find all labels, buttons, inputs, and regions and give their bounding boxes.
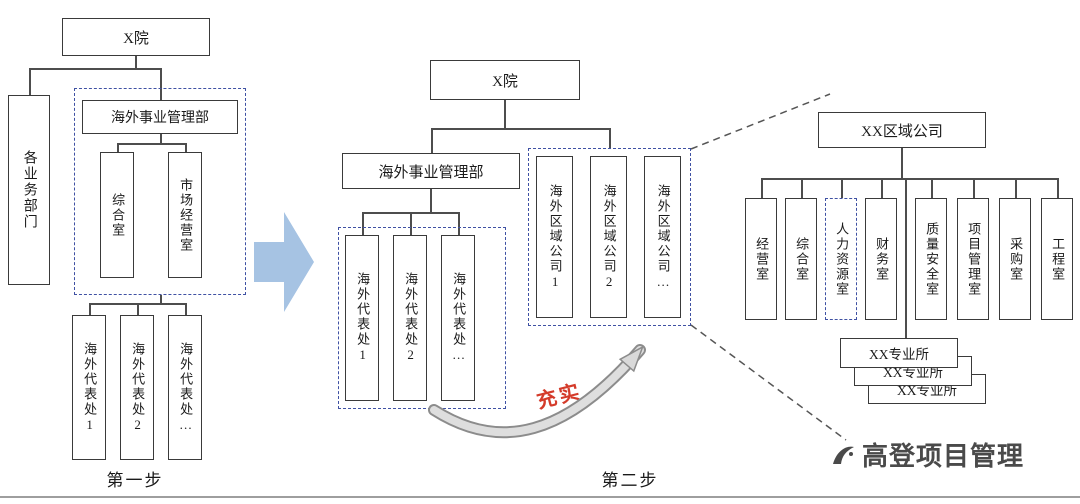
connector-line — [905, 178, 907, 338]
detail-root-label: XX区域公司 — [861, 123, 943, 140]
step-transition-arrow-icon — [254, 212, 314, 312]
detail-dept-label: 经营室 — [754, 236, 770, 282]
step1-rep-office-label: 海外代表处1 — [82, 341, 98, 434]
watermark: 高登项目管理 — [830, 436, 1024, 473]
connector-line — [931, 178, 933, 198]
connector-line — [761, 178, 1058, 180]
connector-line — [881, 178, 883, 198]
watermark-text: 高登项目管理 — [862, 441, 1025, 471]
connector-line — [89, 303, 91, 315]
enrich-annotation: 充实 — [534, 380, 585, 414]
detail-dept-label: 采购室 — [1008, 236, 1024, 282]
detail-dept-box: 综合室 — [785, 198, 817, 320]
connector-line — [160, 295, 162, 303]
connector-line — [160, 68, 162, 100]
bottom-divider — [0, 496, 1080, 498]
step2-rep-office-label: 海外代表处… — [451, 272, 467, 364]
detail-dept-label: 综合室 — [794, 236, 810, 282]
detail-dept-box: 经营室 — [745, 198, 777, 320]
connector-line — [801, 178, 803, 198]
detail-dept-box: 项目管理室 — [957, 198, 989, 320]
connector-line — [29, 68, 161, 70]
connector-line — [430, 189, 432, 212]
step2-rep-office-box: 海外代表处1 — [345, 235, 379, 401]
step2-regional-company-box: 海外区域公司1 — [536, 156, 573, 318]
detail-institute-label: XX专业所 — [883, 365, 943, 380]
step1-business-depts-label: 各业务部门 — [21, 150, 37, 230]
step2-rep-office-box: 海外代表处… — [441, 235, 475, 401]
zoom-guide-line-top — [690, 93, 831, 150]
connector-line — [1057, 178, 1059, 198]
connector-line — [901, 148, 903, 178]
detail-dept-label: 人力资源室 — [834, 221, 850, 297]
connector-line — [431, 128, 433, 153]
step2-regional-company-box: 海外区域公司… — [644, 156, 681, 318]
connector-line — [185, 143, 187, 152]
step1-office-label: 综合室 — [110, 192, 126, 238]
connector-line — [117, 143, 119, 152]
watermark-logo-icon — [833, 446, 854, 464]
step2-rep-group-outline — [338, 227, 506, 409]
step1-rep-office-box: 海外代表处2 — [120, 315, 154, 460]
connector-line — [117, 143, 186, 145]
step2-regional-company-label: 海外区域公司1 — [547, 183, 563, 291]
connector-line — [504, 100, 506, 128]
step2-regional-company-label: 海外区域公司2 — [601, 183, 617, 291]
connector-line — [362, 212, 364, 235]
step1-office-box: 综合室 — [100, 152, 134, 278]
detail-dept-label: 项目管理室 — [966, 221, 982, 297]
detail-dept-box: 财务室 — [865, 198, 897, 320]
step1-root-box: X院 — [62, 18, 210, 56]
connector-line — [458, 212, 460, 235]
step2-overseas-dept-box: 海外事业管理部 — [342, 153, 520, 189]
connector-line — [160, 134, 162, 143]
step2-root-label: X院 — [492, 73, 518, 90]
detail-institute-label: XX专业所 — [897, 383, 957, 398]
step2-overseas-dept-label: 海外事业管理部 — [378, 164, 484, 181]
step1-rep-office-label: 海外代表处… — [178, 341, 194, 434]
connector-line — [135, 56, 137, 68]
step1-office-label: 市场经营室 — [178, 177, 194, 253]
connector-line — [841, 178, 843, 198]
connector-line — [185, 303, 187, 315]
connector-line — [410, 212, 412, 235]
detail-dept-box: 人力资源室 — [825, 198, 857, 320]
step1-overseas-group-outline — [74, 88, 246, 295]
step2-rep-office-box: 海外代表处2 — [393, 235, 427, 401]
step1-rep-office-box: 海外代表处1 — [72, 315, 106, 460]
step1-business-depts-box: 各业务部门 — [8, 95, 50, 285]
step2-regional-company-box: 海外区域公司2 — [590, 156, 627, 318]
step1-root-label: X院 — [123, 30, 149, 47]
step2-caption: 第二步 — [601, 471, 659, 490]
detail-root-box: XX区域公司 — [818, 112, 986, 148]
step1-office-box: 市场经营室 — [168, 152, 202, 278]
detail-institute-box: XX专业所 — [840, 338, 958, 368]
connector-line — [973, 178, 975, 198]
step2-regional-group-outline — [528, 148, 691, 326]
connector-line — [761, 178, 763, 198]
connector-line — [137, 303, 139, 315]
step2-root-box: X院 — [430, 60, 580, 100]
connector-line — [609, 128, 611, 148]
detail-dept-label: 质量安全室 — [924, 221, 940, 297]
detail-dept-box: 质量安全室 — [915, 198, 947, 320]
detail-dept-label: 工程室 — [1050, 236, 1066, 282]
detail-dept-box: 采购室 — [999, 198, 1031, 320]
step2-rep-office-label: 海外代表处2 — [403, 272, 419, 364]
detail-dept-box: 工程室 — [1041, 198, 1073, 320]
step1-caption: 第一步 — [106, 471, 164, 490]
connector-line — [431, 128, 610, 130]
detail-institute-label: XX专业所 — [869, 347, 929, 362]
detail-dept-label: 财务室 — [874, 236, 890, 282]
step1-rep-office-label: 海外代表处2 — [130, 341, 146, 434]
step2-rep-office-label: 海外代表处1 — [355, 272, 371, 364]
connector-line — [29, 68, 31, 95]
step1-overseas-dept-label: 海外事业管理部 — [111, 111, 209, 126]
step1-rep-office-box: 海外代表处… — [168, 315, 202, 460]
step1-overseas-dept-box: 海外事业管理部 — [82, 100, 238, 134]
step2-regional-company-label: 海外区域公司… — [655, 183, 671, 291]
zoom-guide-line-bottom — [690, 324, 847, 441]
connector-line — [1015, 178, 1017, 198]
